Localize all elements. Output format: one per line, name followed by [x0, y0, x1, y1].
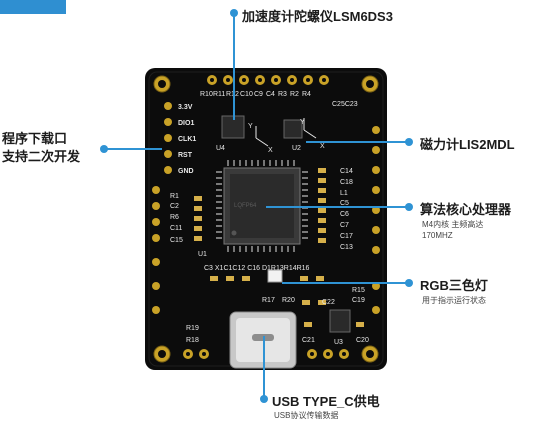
svg-text:C9: C9	[254, 91, 263, 98]
svg-text:L1: L1	[340, 190, 348, 197]
svg-text:R18: R18	[186, 337, 199, 344]
mcu-sublabel-1: M4内核 主频高达	[422, 220, 484, 229]
rgb-led	[267, 269, 283, 283]
axis-labels: X Y Y X	[248, 119, 325, 154]
svg-text:C18: C18	[340, 179, 353, 186]
svg-text:C2: C2	[170, 203, 179, 210]
svg-text:R20: R20	[282, 297, 295, 304]
svg-text:R15: R15	[352, 287, 365, 294]
program-label-line2: 支持二次开发	[2, 149, 81, 164]
bottom-pads	[183, 349, 349, 359]
svg-text:R1: R1	[170, 193, 179, 200]
svg-text:U3: U3	[334, 339, 343, 346]
pin-label: CLK1	[178, 136, 196, 143]
svg-text:C14: C14	[340, 168, 353, 175]
svg-text:U1: U1	[198, 251, 207, 258]
svg-text:U4: U4	[216, 145, 225, 152]
rgb-sublabel: 用于指示运行状态	[422, 296, 486, 305]
usb-sublabel: USB协议传输数据	[274, 411, 339, 420]
svg-text:R11: R11	[213, 91, 225, 98]
svg-text:C4: C4	[266, 91, 275, 98]
svg-text:R4: R4	[302, 91, 311, 98]
gyro-label: 加速度计陀螺仪LSM6DS3	[242, 9, 393, 24]
svg-text:R19: R19	[186, 325, 199, 332]
svg-text:LQFP64: LQFP64	[234, 203, 257, 209]
svg-text:C19: C19	[352, 297, 365, 304]
svg-text:Y: Y	[300, 119, 305, 126]
callout-line-usb	[263, 336, 265, 398]
svg-text:X: X	[320, 143, 325, 150]
callout-dot-usb	[260, 395, 268, 403]
regulator-chip	[329, 309, 351, 333]
pin-label: DIO1	[178, 120, 194, 127]
svg-text:C25C23: C25C23	[332, 101, 358, 108]
mag-chip	[283, 119, 303, 139]
svg-text:C7: C7	[340, 222, 349, 229]
rgb-label: RGB三色灯	[420, 278, 488, 293]
program-header-pads	[164, 102, 172, 174]
svg-text:C15: C15	[170, 237, 183, 244]
mag-label: 磁力计LIS2MDL	[420, 137, 515, 152]
callout-dot-mcu	[405, 203, 413, 211]
svg-text:C6: C6	[340, 211, 349, 218]
callout-line-mcu	[266, 206, 406, 208]
corner-accent-tab	[0, 0, 66, 14]
svg-text:C5: C5	[340, 200, 349, 207]
pin-label: GND	[178, 168, 194, 175]
silkscreen-labels: R10 R11 R12 C10 C9 C4 R3 R2 R4 C25C23 R1…	[170, 91, 369, 346]
svg-text:Y: Y	[248, 123, 253, 130]
svg-text:X: X	[268, 147, 273, 154]
svg-text:U2: U2	[292, 145, 301, 152]
svg-text:C20: C20	[356, 337, 369, 344]
callout-dot-mag	[405, 138, 413, 146]
callout-dot-rgb	[405, 279, 413, 287]
side-pads	[152, 126, 380, 314]
svg-text:R12: R12	[226, 91, 239, 98]
callout-line-gyro	[233, 14, 235, 120]
program-pin-labels: 3.3V DIO1 CLK1 RST GND	[178, 104, 196, 175]
svg-text:C17: C17	[340, 233, 353, 240]
mcu-sublabel-2: 170MHZ	[422, 231, 453, 240]
top-header-pads	[207, 75, 329, 85]
svg-text:C3 X1C1C12 C16 D1R13R14R16: C3 X1C1C12 C16 D1R13R14R16	[204, 265, 310, 272]
mcu-label: 算法核心处理器	[420, 202, 512, 217]
svg-text:C10: C10	[240, 91, 253, 98]
svg-text:R10: R10	[200, 91, 213, 98]
svg-text:R6: R6	[170, 214, 179, 221]
pin-label: RST	[178, 152, 193, 159]
usb-label: USB TYPE_C供电	[272, 394, 380, 409]
svg-text:R2: R2	[290, 91, 299, 98]
callout-line-rgb	[282, 282, 406, 284]
svg-text:C22: C22	[322, 299, 335, 306]
callout-line-mag	[306, 141, 406, 143]
callout-line-program	[104, 148, 162, 150]
pin-label: 3.3V	[178, 104, 193, 111]
svg-text:R17: R17	[262, 297, 275, 304]
program-label-line1: 程序下载口	[2, 131, 68, 146]
callout-dot-gyro	[230, 9, 238, 17]
svg-text:C11: C11	[170, 225, 182, 232]
svg-text:C13: C13	[340, 244, 353, 251]
svg-text:C21: C21	[302, 337, 315, 344]
svg-text:R3: R3	[278, 91, 287, 98]
callout-dot-program	[100, 145, 108, 153]
axis-markers	[255, 118, 317, 147]
passive-components	[194, 168, 364, 327]
